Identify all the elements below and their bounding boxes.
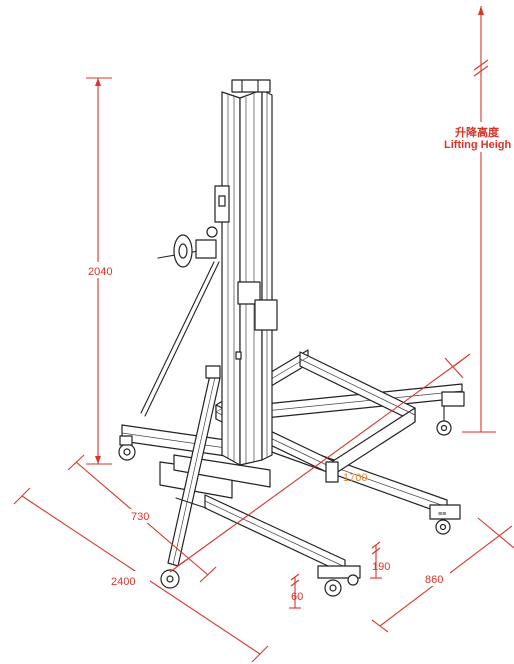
dimension-730: 730 (67, 454, 217, 583)
material-lift-drawing: ≡≡ (118, 79, 465, 597)
label-730: 730 (131, 511, 149, 523)
label-2400: 2400 (111, 576, 135, 588)
rear-left-outrigger (118, 424, 227, 461)
svg-text:≡≡: ≡≡ (438, 511, 446, 518)
label-lifting-height-en: Lifting Heigh (444, 139, 511, 151)
dimension-lines: 2040 升降高度 Lifting Heigh 1700 7 (13, 6, 514, 663)
label-860: 860 (425, 574, 443, 586)
dimension-190: 190 (370, 541, 390, 579)
dimension-2400: 2400 (13, 487, 269, 663)
front-left-leg (204, 494, 361, 597)
label-190: 190 (372, 561, 390, 573)
dimension-2040: 2040 (82, 77, 116, 465)
label-1700: 1700 (343, 472, 367, 484)
mast (214, 79, 278, 466)
dimension-860: 860 (371, 517, 514, 633)
diagonal-brace (140, 261, 220, 417)
winch (157, 226, 218, 268)
dimension-1700: 1700 (169, 353, 471, 573)
label-2040: 2040 (88, 266, 112, 278)
dimension-60: 60 (289, 573, 303, 609)
rear-right-outrigger (264, 383, 465, 436)
dimension-lifting-height: 升降高度 Lifting Heigh (440, 6, 514, 433)
label-60: 60 (291, 591, 303, 603)
front-strut (160, 365, 221, 589)
label-lifting-height-cn: 升降高度 (455, 125, 500, 139)
